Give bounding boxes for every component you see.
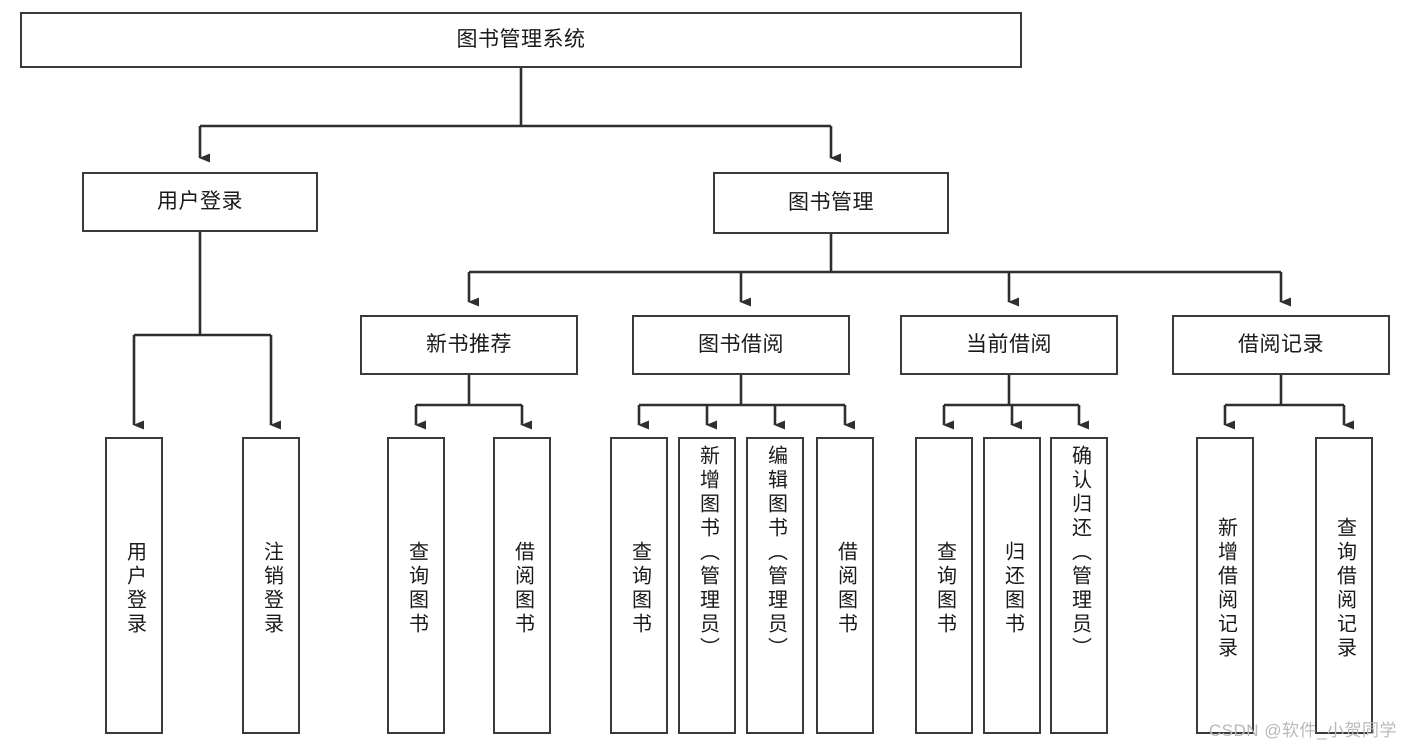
leaf-logout-label: 注销登录: [260, 540, 283, 637]
node-borrow-record[interactable]: 借阅记录: [1172, 315, 1390, 375]
node-book-management[interactable]: 图书管理: [713, 172, 949, 234]
node-book-borrow[interactable]: 图书借阅: [632, 315, 850, 375]
node-user-login-label: 用户登录: [157, 190, 243, 214]
leaf-add-book-label: 新增图书（管理员）: [696, 445, 719, 661]
leaf-user-login-label: 用户登录: [123, 540, 146, 637]
leaf-logout[interactable]: 注销登录: [242, 437, 300, 734]
leaf-add-record-label: 新增借阅记录: [1214, 516, 1237, 661]
node-new-book-recommend-label: 新书推荐: [426, 333, 512, 357]
node-borrow-record-label: 借阅记录: [1238, 333, 1324, 357]
leaf-borrow-book-1[interactable]: 借阅图书: [493, 437, 551, 734]
leaf-query-book-2-label: 查询图书: [628, 540, 651, 637]
leaf-return-book[interactable]: 归还图书: [983, 437, 1041, 734]
node-current-borrow[interactable]: 当前借阅: [900, 315, 1118, 375]
leaf-borrow-book-2-label: 借阅图书: [834, 540, 857, 637]
leaf-query-book-3[interactable]: 查询图书: [915, 437, 973, 734]
node-new-book-recommend[interactable]: 新书推荐: [360, 315, 578, 375]
node-root[interactable]: 图书管理系统: [20, 12, 1022, 68]
leaf-add-record[interactable]: 新增借阅记录: [1196, 437, 1254, 734]
csdn-watermark: CSDN @软件_小贺同学: [1208, 721, 1397, 740]
leaf-borrow-book-1-label: 借阅图书: [511, 540, 534, 637]
leaf-query-book-2[interactable]: 查询图书: [610, 437, 668, 734]
leaf-query-record-label: 查询借阅记录: [1333, 516, 1356, 661]
leaf-query-book-3-label: 查询图书: [933, 540, 956, 637]
leaf-return-book-label: 归还图书: [1001, 540, 1024, 637]
node-user-login[interactable]: 用户登录: [82, 172, 318, 232]
node-book-management-label: 图书管理: [788, 191, 874, 215]
leaf-add-book[interactable]: 新增图书（管理员）: [678, 437, 736, 734]
leaf-edit-book[interactable]: 编辑图书（管理员）: [746, 437, 804, 734]
node-root-label: 图书管理系统: [456, 28, 586, 52]
leaf-user-login[interactable]: 用户登录: [105, 437, 163, 734]
leaf-query-book-1-label: 查询图书: [405, 540, 428, 637]
leaf-query-book-1[interactable]: 查询图书: [387, 437, 445, 734]
node-current-borrow-label: 当前借阅: [966, 333, 1052, 357]
leaf-borrow-book-2[interactable]: 借阅图书: [816, 437, 874, 734]
leaf-edit-book-label: 编辑图书（管理员）: [764, 445, 787, 661]
leaf-confirm-return[interactable]: 确认归还（管理员）: [1050, 437, 1108, 734]
leaf-query-record[interactable]: 查询借阅记录: [1315, 437, 1373, 734]
leaf-confirm-return-label: 确认归还（管理员）: [1068, 445, 1091, 661]
node-book-borrow-label: 图书借阅: [698, 333, 784, 357]
